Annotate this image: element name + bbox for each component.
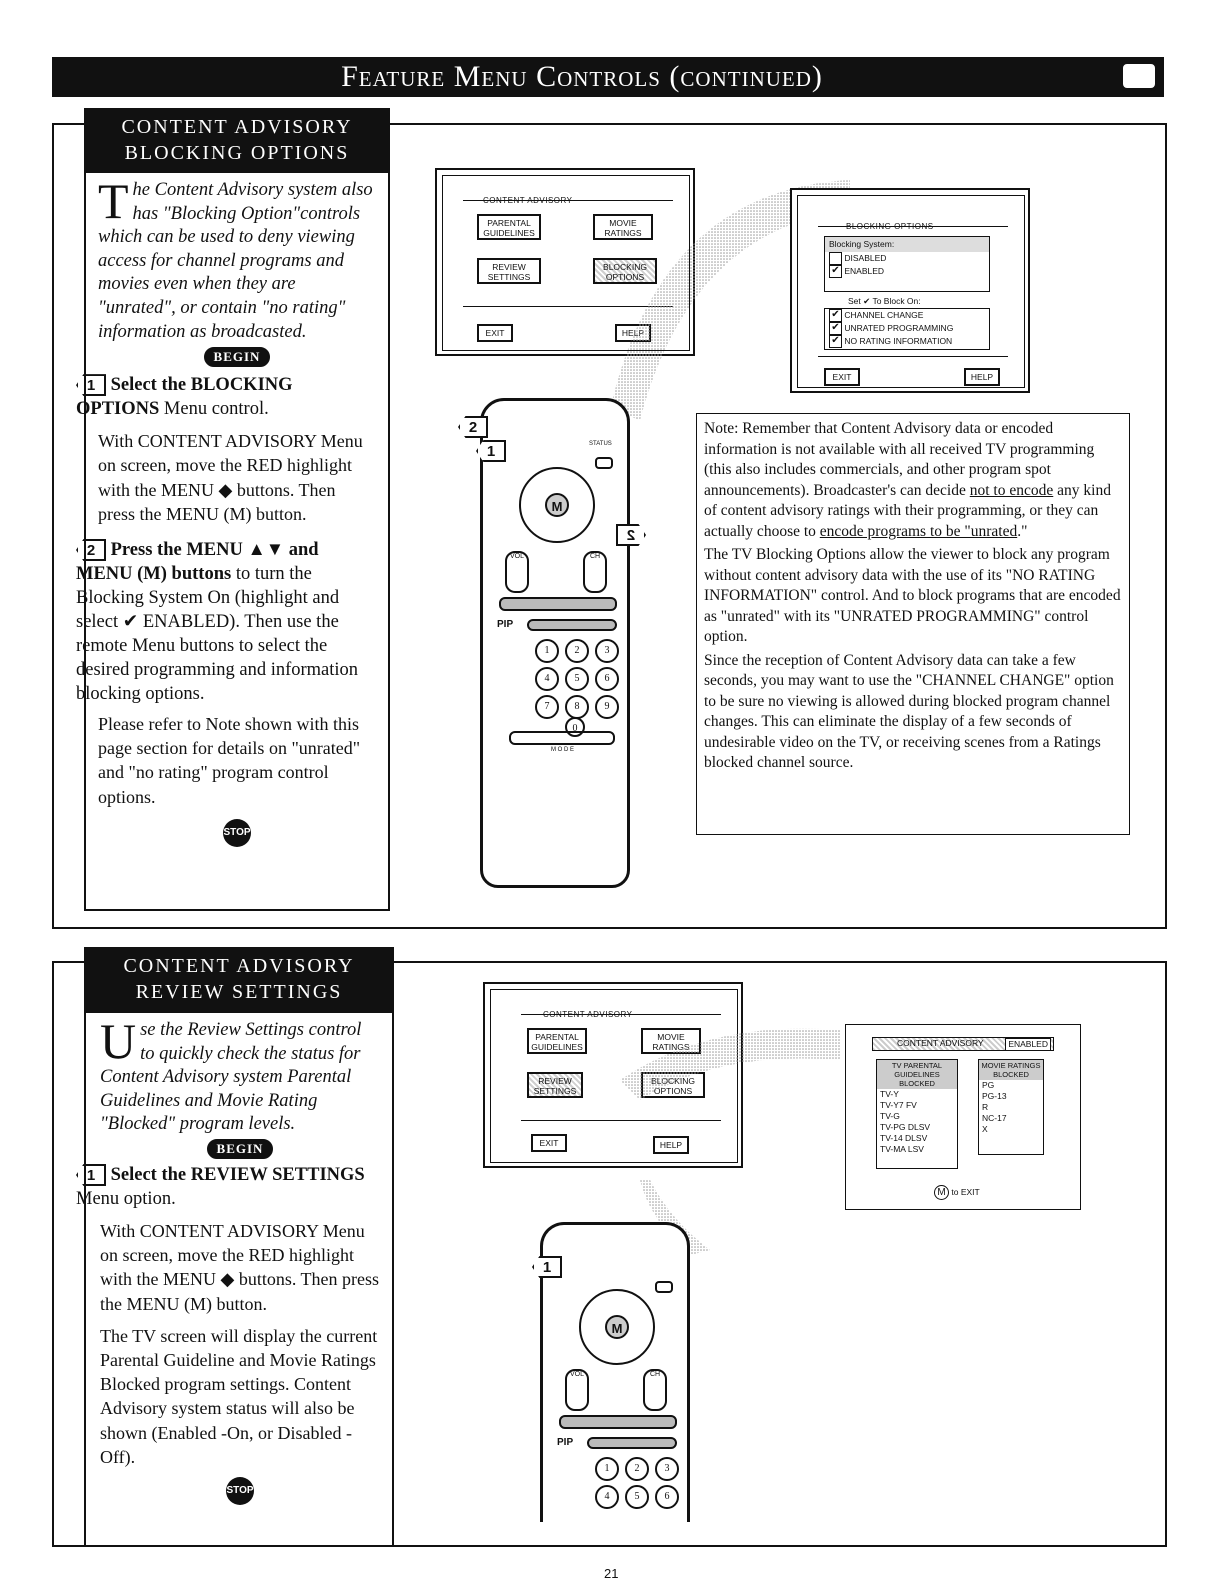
disabled-checkbox[interactable] xyxy=(829,252,842,265)
ch-rocker[interactable]: CH xyxy=(583,551,607,593)
key-6[interactable]: 6 xyxy=(595,667,619,691)
key-3[interactable]: 3 xyxy=(595,639,619,663)
key-8[interactable]: 8 xyxy=(565,695,589,719)
parental-guidelines-button[interactable]: PARENTAL GUIDELINES xyxy=(527,1028,587,1054)
key-9[interactable]: 9 xyxy=(595,695,619,719)
step-marker-icon: 1 xyxy=(532,1256,562,1278)
screen-review-settings: CONTENT ADVISORY ENABLED TV PARENTAL GUI… xyxy=(845,1024,1081,1210)
key-6[interactable]: 6 xyxy=(655,1485,679,1509)
step-marker-icon: 2 xyxy=(76,538,106,561)
key-3[interactable]: 3 xyxy=(655,1457,679,1481)
pip-label: PIP xyxy=(557,1437,574,1448)
key-4[interactable]: 4 xyxy=(595,1485,619,1509)
section1-step2-body: Please refer to Note shown with this pag… xyxy=(98,713,361,807)
exit-button[interactable]: EXIT xyxy=(531,1134,567,1152)
mode-button-row[interactable] xyxy=(509,731,615,745)
section2-step1-body2: The TV screen will display the current P… xyxy=(100,1325,378,1467)
status-button[interactable] xyxy=(655,1281,673,1293)
begin-badge: BEGIN xyxy=(203,347,271,368)
step-marker-icon: 1 xyxy=(76,1163,106,1186)
exit-button[interactable]: EXIT xyxy=(824,368,860,386)
section2-title: CONTENT ADVISORY REVIEW SETTINGS xyxy=(86,947,392,1013)
key-7[interactable]: 7 xyxy=(535,695,559,719)
page-title: Feature Menu Controls (continued) xyxy=(341,60,823,93)
section1-title: CONTENT ADVISORY BLOCKING OPTIONS xyxy=(86,108,388,173)
number-keypad[interactable]: 1 2 3 4 5 6 7 8 9 0 xyxy=(513,639,619,737)
key-1[interactable]: 1 xyxy=(535,639,559,663)
key-5[interactable]: 5 xyxy=(625,1485,649,1509)
stop-icon: STOP xyxy=(226,1477,254,1505)
section-tab-icon xyxy=(1120,61,1158,91)
vol-rocker[interactable]: VOL xyxy=(565,1369,589,1411)
block-options-group: ✔ CHANNEL CHANGE ✔ UNRATED PROGRAMMING ✔… xyxy=(824,308,990,350)
mode-label: M O D E xyxy=(551,747,575,753)
remote-control: STATUS M VOL CH PIP 1 2 3 4 5 6 7 8 9 0 … xyxy=(480,398,630,888)
channel-change-checkbox[interactable]: ✔ xyxy=(829,309,842,322)
stop-icon: STOP xyxy=(223,818,251,847)
help-button[interactable]: HELP xyxy=(653,1136,689,1154)
review-settings-button[interactable]: REVIEW SETTINGS xyxy=(527,1072,583,1098)
pip-button-row[interactable] xyxy=(527,619,617,631)
menu-m-button[interactable]: M xyxy=(605,1315,629,1339)
function-button-row[interactable] xyxy=(499,597,617,611)
remote-control-2: M VOL CH PIP 1 2 3 4 5 6 xyxy=(540,1222,690,1522)
section2-step1-body: With CONTENT ADVISORY Menu on screen, mo… xyxy=(100,1220,379,1314)
section1-step2: 2 Press the MENU ▲▼ and MENU (M) buttons… xyxy=(76,538,359,704)
vol-rocker[interactable]: VOL xyxy=(505,551,529,593)
navigation-pad[interactable]: M xyxy=(519,467,595,543)
key-4[interactable]: 4 xyxy=(535,667,559,691)
tv-guidelines-panel: TV PARENTAL GUIDELINES BLOCKED TV-Y TV-Y… xyxy=(876,1059,958,1169)
status-value: ENABLED xyxy=(1005,1038,1051,1051)
blocking-system-group: Blocking System: DISABLED ✔ ENABLED xyxy=(824,236,990,292)
key-2[interactable]: 2 xyxy=(625,1457,649,1481)
step-marker-icon: 1 xyxy=(476,440,506,462)
parental-guidelines-button[interactable]: PARENTAL GUIDELINES xyxy=(477,214,541,240)
navigation-pad[interactable]: M xyxy=(579,1289,655,1365)
page-number: 21 xyxy=(604,1566,619,1581)
section2-step1: 1 Select the REVIEW SETTINGS Menu option… xyxy=(76,1163,365,1209)
pip-button-row[interactable] xyxy=(587,1437,677,1449)
exit-hint: M to EXIT xyxy=(934,1185,980,1200)
no-rating-checkbox[interactable]: ✔ xyxy=(829,335,842,348)
review-settings-button[interactable]: REVIEW SETTINGS xyxy=(477,258,541,284)
number-keypad[interactable]: 1 2 3 4 5 6 xyxy=(595,1457,679,1509)
m-key-icon: M xyxy=(934,1185,949,1200)
key-1[interactable]: 1 xyxy=(595,1457,619,1481)
movie-ratings-panel: MOVIE RATINGS BLOCKED PG PG-13 R NC-17 X xyxy=(978,1059,1044,1155)
page-header: Feature Menu Controls (continued) xyxy=(52,57,1164,97)
step-marker-icon: 1 xyxy=(76,374,106,397)
pip-label: PIP xyxy=(497,619,514,630)
note-box: Note: Remember that Content Advisory dat… xyxy=(696,413,1130,835)
transition-arc xyxy=(620,1028,840,1255)
blocking-options-button[interactable]: BLOCKING OPTIONS xyxy=(593,258,657,284)
status-button[interactable] xyxy=(595,457,613,469)
section1-frame xyxy=(52,123,1167,929)
key-0[interactable]: 0 xyxy=(565,717,585,737)
menu-m-button[interactable]: M xyxy=(545,493,569,517)
screen-blocking-options: BLOCKING OPTIONS Blocking System: DISABL… xyxy=(790,188,1030,393)
status-bar: CONTENT ADVISORY ENABLED xyxy=(872,1037,1054,1051)
key-5[interactable]: 5 xyxy=(565,667,589,691)
section1-step1-body: With CONTENT ADVISORY Menu on screen, mo… xyxy=(98,431,363,524)
exit-button[interactable]: EXIT xyxy=(477,324,513,342)
ch-rocker[interactable]: CH xyxy=(643,1369,667,1411)
begin-badge: BEGIN xyxy=(206,1138,274,1159)
enabled-checkbox[interactable]: ✔ xyxy=(829,265,842,278)
movie-ratings-button[interactable]: MOVIE RATINGS xyxy=(593,214,653,240)
key-2[interactable]: 2 xyxy=(565,639,589,663)
unrated-checkbox[interactable]: ✔ xyxy=(829,322,842,335)
section1-step1: 1 Select the BLOCKING OPTIONS Menu contr… xyxy=(76,374,293,420)
step-marker-icon: 2 xyxy=(458,416,488,438)
section2-frame xyxy=(52,961,1167,1547)
help-button[interactable]: HELP xyxy=(964,368,1000,386)
function-button-row[interactable] xyxy=(559,1415,677,1429)
